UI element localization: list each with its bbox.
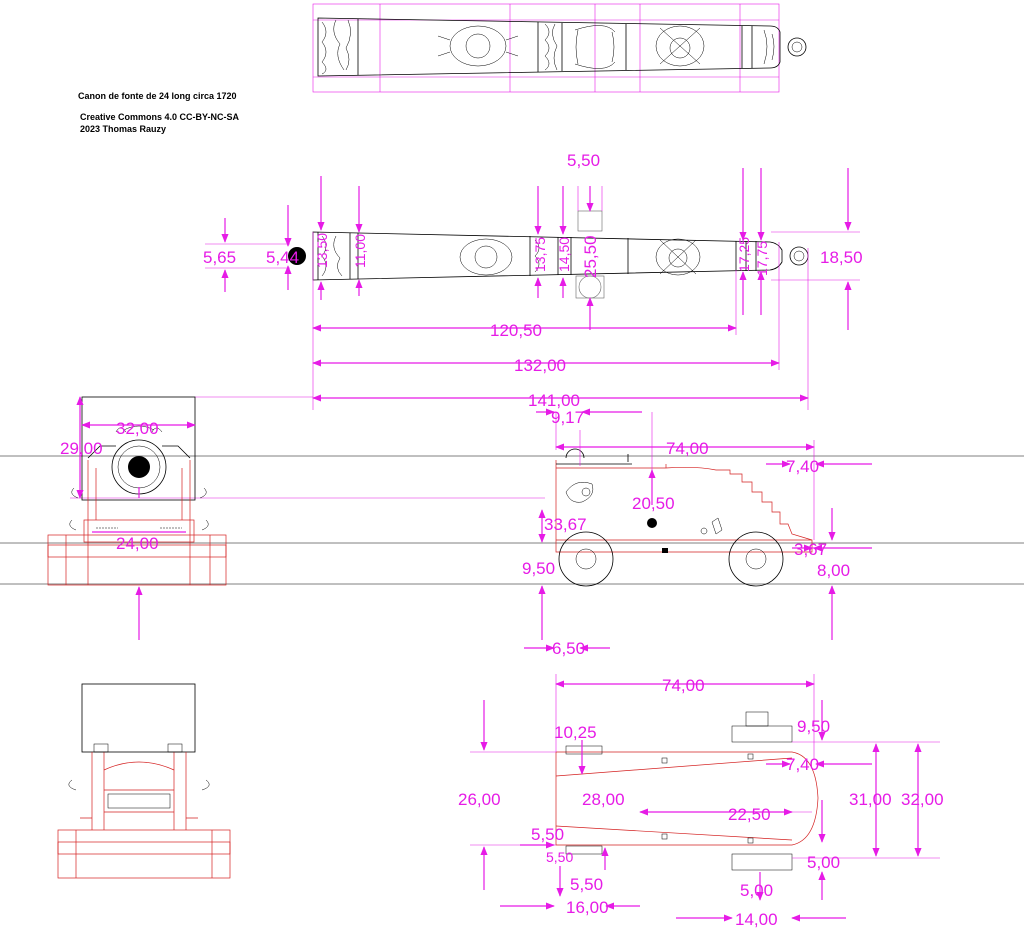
dim-step-length: 7,40 — [786, 457, 819, 476]
title-block: Canon de fonte de 24 long circa 1720 Cre… — [78, 91, 240, 134]
dim-carriage-length: 74,00 — [666, 439, 709, 458]
carriage-side-view: 9,17 74,00 7,40 20,50 33,67 3,67 9,50 8,… — [522, 408, 872, 658]
dim-trunnion-ring-dia: 14,50 — [556, 237, 572, 272]
dim-plan-rear-inner: 31,00 — [849, 790, 892, 809]
drawing-title: Canon de fonte de 24 long circa 1720 — [78, 91, 237, 101]
dim-plan-transom: 22,50 — [728, 805, 771, 824]
dim-plan-cheek-2: 5,50 — [546, 849, 573, 865]
license-text: Creative Commons 4.0 CC-BY-NC-SA — [80, 112, 240, 122]
author-text: 2023 Thomas Rauzy — [80, 124, 166, 134]
dim-overall-length: 141,00 — [528, 391, 580, 410]
dim-plan-axle-front: 5,50 — [570, 875, 603, 894]
front-view: 32,00 29,00 24,00 — [47, 396, 227, 640]
dim-plan-front-width: 26,00 — [458, 790, 501, 809]
dim-plan-rear-bracket: 9,50 — [797, 717, 830, 736]
dim-carriage-front: 9,17 — [551, 408, 584, 427]
barrel-side-view: 5,50 5,65 5,44 13,50 11,00 13,75 14,50 2… — [203, 151, 863, 410]
dim-cheek-height: 33,67 — [544, 515, 587, 534]
carriage-plan-view: 74,00 10,25 9,50 7,40 26,00 28,00 31,00 … — [458, 674, 944, 929]
dim-base-ring-dia: 17,25 — [736, 237, 752, 272]
dim-axle-height: 9,50 — [522, 559, 555, 578]
dim-front-offset: 6,50 — [552, 639, 585, 658]
dim-chase-dia: 13,75 — [532, 237, 548, 272]
dim-neck-dia: 11,00 — [352, 234, 368, 268]
dim-plan-rear-offset: 5,00 — [807, 853, 840, 872]
dim-bore-dia: 5,44 — [266, 248, 299, 267]
dim-rear-drop: 3,67 — [794, 540, 827, 559]
dim-plan-inner-width: 28,00 — [582, 790, 625, 809]
dim-front-width: 32,00 — [116, 419, 159, 438]
dim-bore-length: 120,50 — [490, 321, 542, 340]
dim-barrel-length: 132,00 — [514, 356, 566, 375]
muzzle-bore-icon — [288, 247, 306, 265]
dim-plan-rear-width: 32,00 — [901, 790, 944, 809]
dim-ring-width: 5,50 — [567, 151, 600, 170]
dim-muzzle-dia: 13,50 — [314, 233, 330, 268]
dim-trunnion-position: 20,50 — [632, 494, 675, 513]
dim-rear-axle-height: 8,00 — [817, 561, 850, 580]
dim-plan-rear-axle-width: 14,00 — [735, 910, 778, 929]
dim-plan-axle-rear: 5,00 — [740, 881, 773, 900]
trunnion-center-icon — [647, 518, 657, 528]
dim-plan-cheek-1: 5,50 — [531, 825, 564, 844]
dim-max-dia: 18,50 — [820, 248, 863, 267]
dim-cascabel-dia: 5,65 — [203, 248, 236, 267]
dim-plan-front-bracket: 10,25 — [554, 723, 597, 742]
dim-plan-front-axle-width: 16,00 — [566, 898, 609, 917]
rear-view — [57, 683, 231, 879]
dim-front-axle: 24,00 — [116, 534, 159, 553]
dim-breech-dia: 17,75 — [754, 241, 770, 276]
dim-plan-length: 74,00 — [662, 676, 705, 695]
dim-front-axis-height: 29,00 — [60, 439, 103, 458]
dim-trunnion-height: 25,50 — [581, 235, 600, 278]
reference-lines — [0, 396, 1024, 585]
dim-plan-step: 7,40 — [786, 755, 819, 774]
barrel-top-view — [312, 3, 807, 93]
front-bore-icon — [128, 456, 150, 478]
